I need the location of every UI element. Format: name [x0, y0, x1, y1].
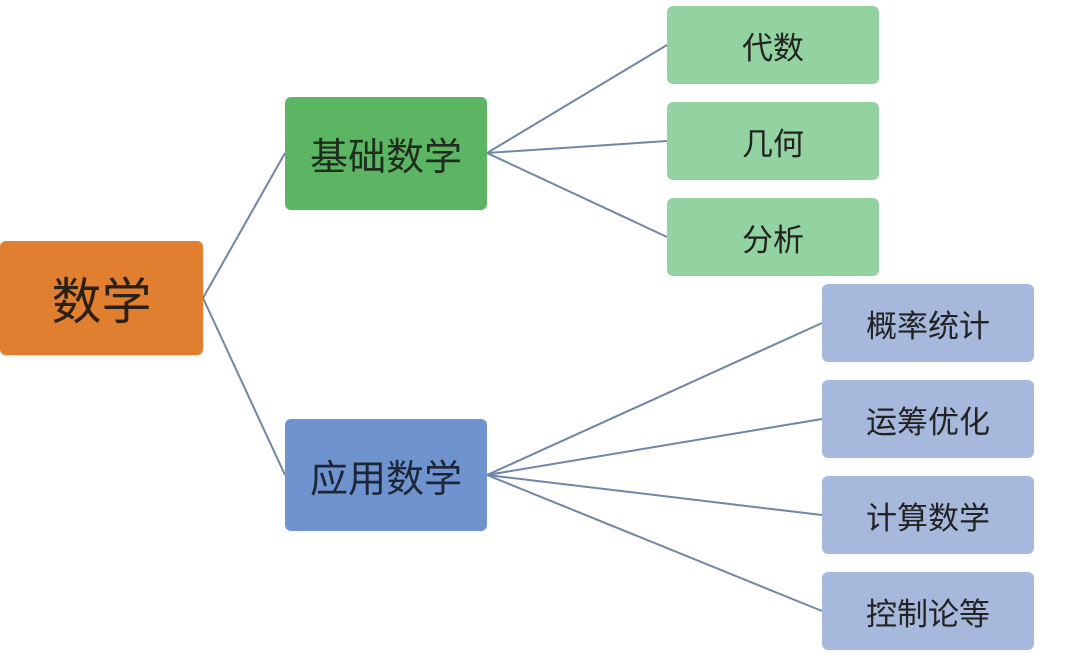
leaf-node-label: 运筹优化 [866, 404, 990, 441]
leaf-node-label: 概率统计 [866, 308, 990, 345]
leaf-node-geometry: 几何 [667, 102, 879, 180]
branch-node-basic-math: 基础数学 [285, 97, 487, 210]
branch-node-label: 基础数学 [309, 135, 462, 179]
root-node: 数学 [0, 241, 203, 355]
connector-root-applied [202, 297, 286, 476]
connector-applied-prob [486, 322, 823, 476]
leaf-node-computational-math: 计算数学 [822, 476, 1034, 554]
branch-node-applied-math: 应用数学 [285, 419, 487, 531]
leaf-node-label: 几何 [742, 126, 804, 163]
leaf-node-operations-optimization: 运筹优化 [822, 380, 1034, 458]
leaf-node-algebra: 代数 [667, 6, 879, 84]
connector-applied-control [486, 474, 823, 612]
connector-basic-analysis [486, 152, 668, 238]
connector-basic-algebra [486, 44, 668, 154]
leaf-node-control-theory: 控制论等 [822, 572, 1034, 650]
connector-applied-comp [486, 474, 823, 516]
connector-applied-opt [486, 418, 823, 476]
root-node-label: 数学 [51, 273, 152, 331]
branch-node-label: 应用数学 [309, 456, 462, 501]
leaf-node-label: 代数 [742, 30, 804, 67]
leaf-node-label: 分析 [742, 222, 804, 259]
connector-basic-geometry [486, 140, 668, 154]
leaf-node-label: 控制论等 [866, 596, 990, 633]
connector-root-basic [202, 152, 286, 299]
leaf-node-label: 计算数学 [866, 500, 990, 537]
leaf-node-probability-statistics: 概率统计 [822, 284, 1034, 362]
leaf-node-analysis: 分析 [667, 198, 879, 276]
